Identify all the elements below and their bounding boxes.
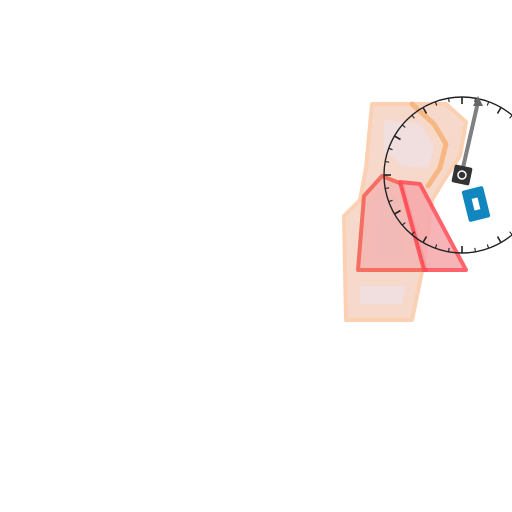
compass-needle-tip [473,96,483,106]
waypoint-marker-icon[interactable] [451,164,473,186]
vehicle-marker-window [471,197,481,211]
compass-tick [422,236,428,243]
waypoint-marker-body [451,164,473,186]
compass-tick [394,135,401,141]
waypoint-marker-dot [457,170,467,180]
vehicle-marker-icon[interactable] [461,186,491,222]
compass-tick [434,101,438,106]
compass-tick [447,247,450,252]
zone-inner-lower [360,286,406,304]
compass-tick [486,244,490,249]
compass-tick [474,247,477,252]
compass-tick [385,160,390,163]
compass-tick [486,101,490,106]
compass-tick [388,199,393,203]
compass-tick [474,98,477,103]
compass-tick [434,244,438,249]
compass-tick [388,147,393,151]
compass-ticks [384,97,512,253]
compass-tick [496,236,502,243]
compass-tick [422,107,428,114]
compass-tick [411,114,415,119]
compass-tick [411,231,415,236]
compass-tick [447,98,450,103]
compass-needle [460,100,480,174]
zone-upper-band [409,101,449,189]
compass-tick [496,107,502,114]
compass-tick [385,187,390,190]
compass-tick [401,124,406,128]
compass-tick [394,209,401,215]
compass-dial-icon [383,96,512,254]
compass-tick [401,222,406,226]
